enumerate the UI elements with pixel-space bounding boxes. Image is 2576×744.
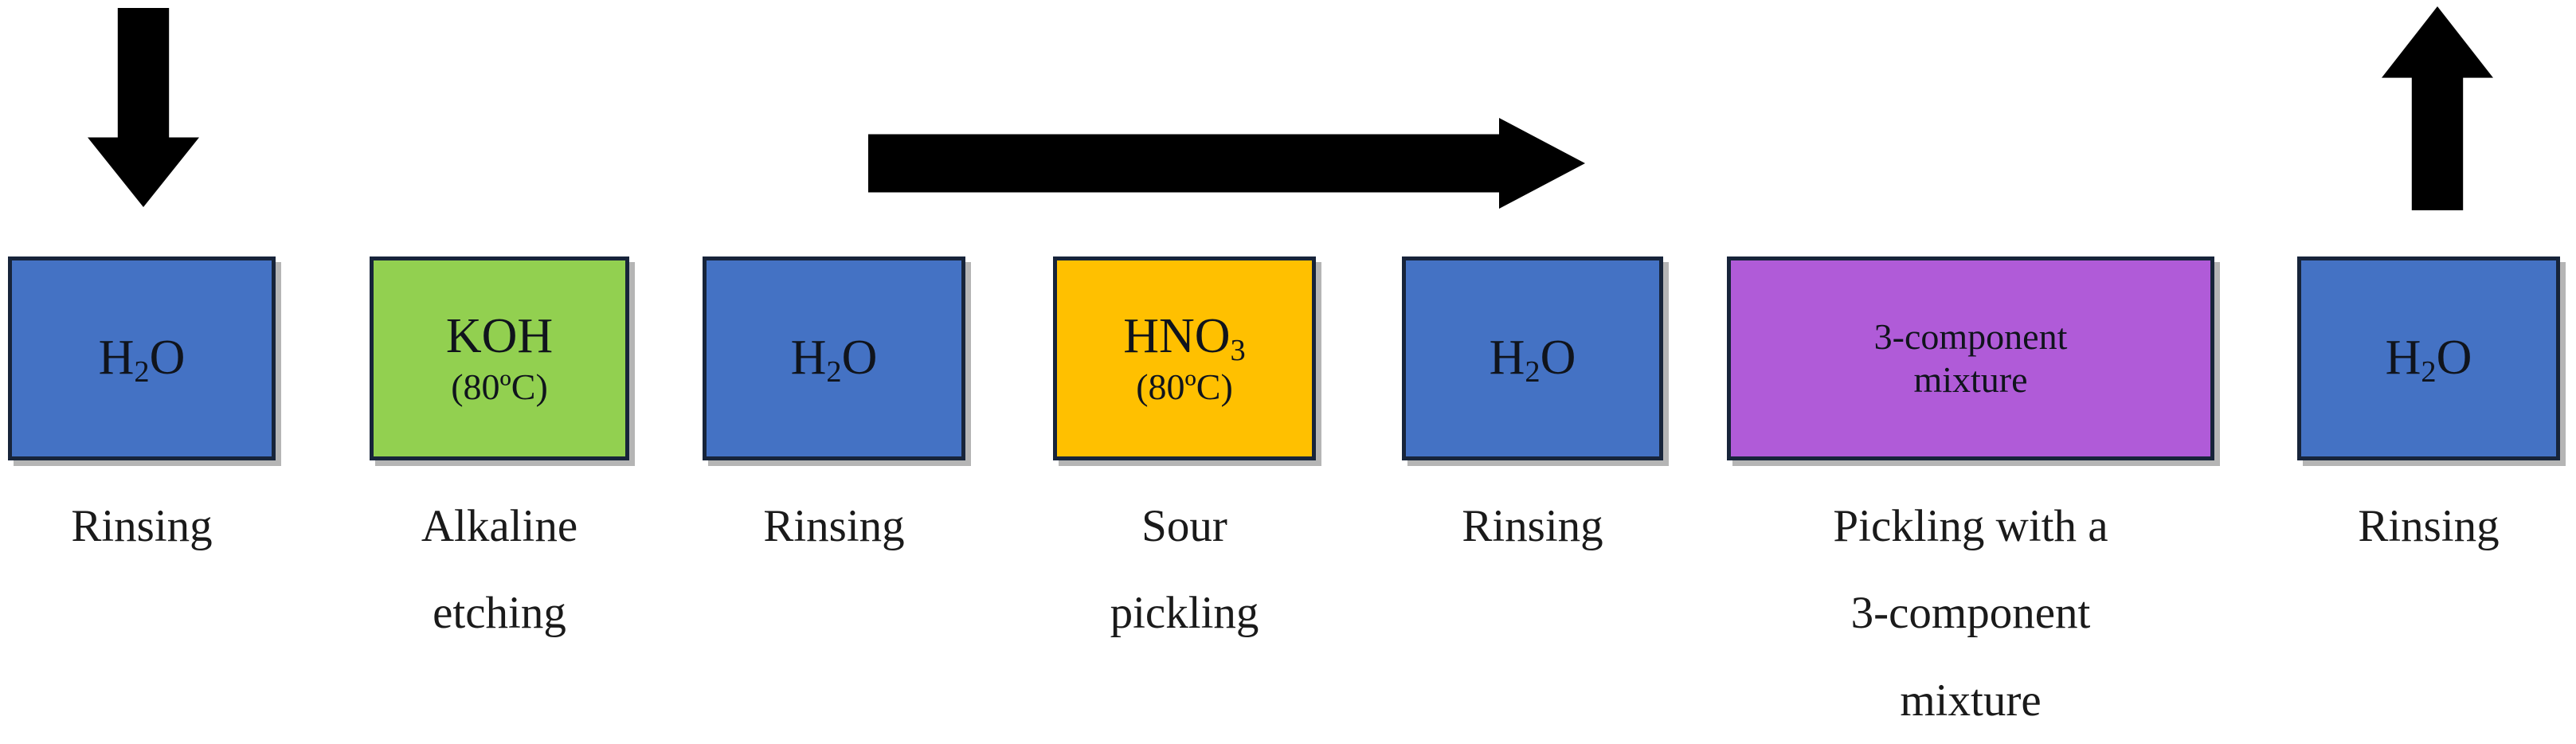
process-box-text-line: H2O <box>2385 331 2472 390</box>
process-box-text-line: HNO3 <box>1123 309 1246 368</box>
process-box-step-3-rinsing[interactable]: H2O <box>703 256 965 460</box>
process-box-step-7-rinsing[interactable]: H2O <box>2297 256 2560 460</box>
process-box-text-line: H2O <box>1489 331 1576 390</box>
formula-tail: O <box>2436 331 2472 386</box>
formula-tail: O <box>841 331 878 386</box>
process-box-text-line: KOH <box>445 309 554 364</box>
arrow-up-outlet <box>2382 6 2493 210</box>
process-label-step-4-sour-pickling: Sour pickling <box>1110 501 1259 639</box>
process-box-step-5-rinsing[interactable]: H2O <box>1402 256 1663 460</box>
formula-subscript: 2 <box>2421 355 2437 390</box>
arrow-down-inlet <box>88 8 199 207</box>
process-box-step-1-rinsing[interactable]: H2O <box>8 256 276 460</box>
formula-subscript: 2 <box>134 355 150 390</box>
process-box-step-4-sour-pickling[interactable]: HNO3(80ºC) <box>1053 256 1316 460</box>
process-label-step-3-rinsing: Rinsing <box>763 501 905 551</box>
formula-subscript: 2 <box>826 355 842 390</box>
process-label-step-1-rinsing: Rinsing <box>71 501 213 551</box>
formula-tail: O <box>149 331 186 386</box>
formula-subscript: 2 <box>1525 355 1541 390</box>
arrow-right-process-flow <box>868 118 1585 209</box>
process-box-text-line: 3-component <box>1873 315 2068 357</box>
process-box-text-line: H2O <box>98 331 186 390</box>
process-box-text-line: H2O <box>790 331 878 390</box>
process-box-text-line: (80ºC) <box>1136 366 1233 408</box>
process-label-step-2-alkaline-etching: Alkaline etching <box>421 501 578 639</box>
process-label-step-7-rinsing: Rinsing <box>2358 501 2500 551</box>
formula-subscript: 3 <box>1230 334 1246 368</box>
process-label-step-6-pickling-3-component: Pickling with a 3-component mixture <box>1833 501 2108 726</box>
formula-tail: O <box>1540 331 1576 386</box>
process-box-step-2-alkaline-etching[interactable]: KOH(80ºC) <box>370 256 629 460</box>
process-label-step-5-rinsing: Rinsing <box>1462 501 1603 551</box>
process-box-text-line: mixture <box>1913 359 2028 400</box>
process-box-text-line: (80ºC) <box>451 366 548 408</box>
